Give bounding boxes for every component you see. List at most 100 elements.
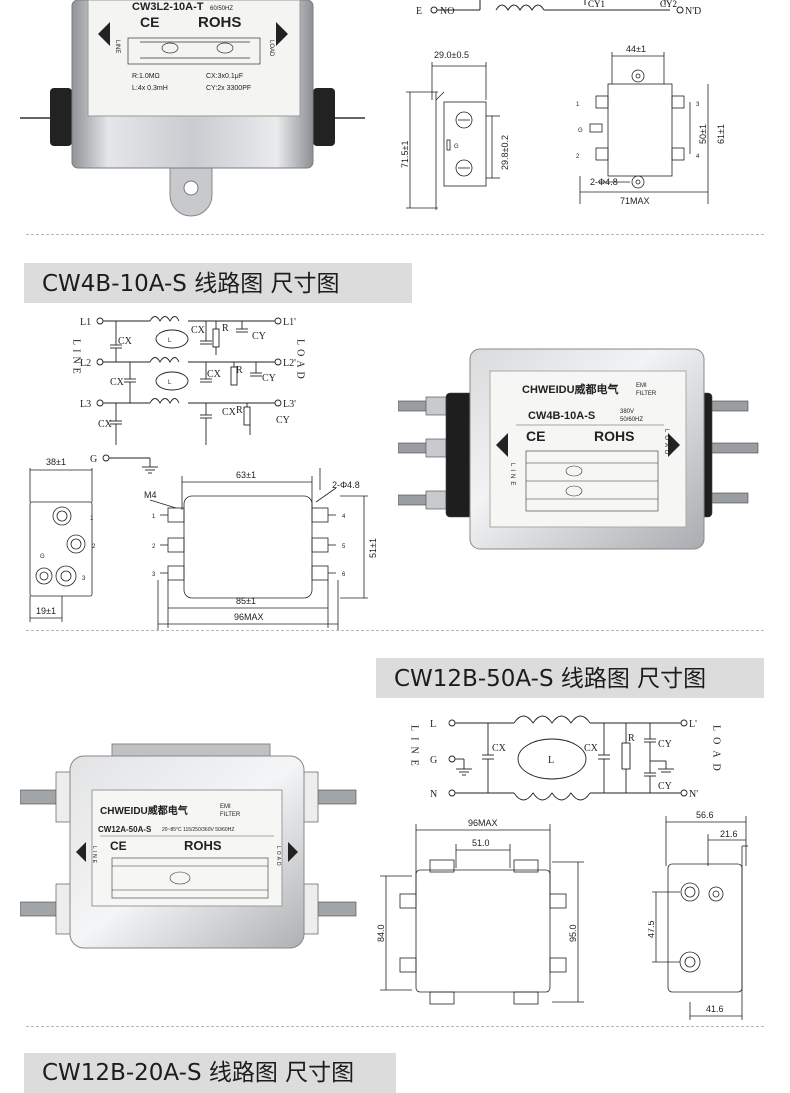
top-rohs-text: ROHS — [198, 14, 241, 31]
cw12b-circuit-g: G — [430, 755, 437, 766]
cw4b-circuit-line: LINE — [71, 339, 82, 378]
cw4b-circuit-cy3: CY — [276, 415, 290, 426]
cw4b-circuit-l2p: L2' — [283, 358, 296, 369]
cw12b-product-photo: CHWEIDU威都电气 EMI FILTER CW12A-50A-S 20~85… — [20, 743, 357, 949]
cw12b-photo-brand: CHWEIDU威都电气 — [100, 804, 188, 817]
top-freq-text: 60/50HZ — [210, 6, 233, 12]
cw4b-circuit-l2: L2 — [80, 358, 91, 369]
cw12b-front-drawing: 96MAX 51.0 84.0 95.0 — [376, 818, 584, 1005]
cw4b-front-p6: 6 — [342, 572, 346, 578]
cw4b-photo-model: CW4B-10A-S — [528, 410, 595, 422]
cw4b-product-photo: CHWEIDU威都电气 EMI FILTER CW4B-10A-S 380V 5… — [398, 348, 759, 550]
cw12b-photo-filter: FILTER — [220, 812, 241, 818]
cw12b-front-h1: 84.0 — [376, 924, 386, 942]
cw12b-photo-emi: EMI — [220, 804, 231, 810]
cw4b-circuit-cx6: CX — [222, 407, 237, 418]
cw4b-circuit-r2: R — [236, 365, 243, 376]
cw4b-circuit-l1: L1 — [80, 317, 91, 328]
cw12b-photo-rohs: ROHS — [184, 838, 222, 853]
cw4b-front-w2: 85±1 — [236, 596, 256, 606]
top-circuit-no: NO — [440, 6, 454, 17]
cw12b-circuit-np: N' — [689, 789, 698, 800]
cw4b-side-g: G — [40, 554, 45, 560]
cw12b-circuit-diagram: L G N L' N' CX CX R CY CY L LINE LOAD — [409, 715, 722, 801]
section-title-cw12b-20a: CW12B-20A-S 线路图 尺寸图 — [24, 1053, 396, 1093]
cw12b-circuit-cy2: CY — [658, 781, 672, 792]
top-side-hole: 29.8±0.2 — [500, 135, 510, 170]
cw12b-circuit-lp: L' — [689, 719, 697, 730]
cw12b-front-max: 96MAX — [468, 818, 498, 828]
section-title-cw4b: CW4B-10A-S 线路图 尺寸图 — [24, 263, 412, 303]
cw4b-photo-volt: 380V — [620, 409, 634, 415]
cw4b-photo-rohs: ROHS — [594, 428, 634, 444]
top-circuit-nd: N'D — [685, 6, 701, 17]
top-circuit-fragment: E NO CY1 CY2 N'D — [416, 0, 701, 17]
cw12b-side-drawing: 56.6 21.6 47.5 41.6 — [648, 810, 748, 1020]
top-spec-cy: CY:2x 3300PF — [206, 85, 251, 92]
cw4b-circuit-cy1: CY — [252, 331, 266, 342]
cw12b-photo-line: LINE — [91, 846, 97, 865]
divider-1 — [26, 234, 764, 235]
top-front-p1: 1 — [576, 102, 580, 108]
top-spec-cx: CX:3x0.1μF — [206, 73, 243, 80]
divider-3 — [26, 1026, 764, 1027]
cw12b-photo-ce: CE — [110, 839, 127, 853]
top-front-h1: 50±1 — [698, 124, 708, 144]
cw4b-photo-load: LOAD — [663, 429, 669, 457]
top-spec-l: L:4x 0.3mH — [132, 85, 168, 92]
cw4b-photo-brand: CHWEIDU威都电气 — [522, 382, 619, 396]
cw4b-side-p1: 1 — [90, 516, 94, 522]
top-side-width: 29.0±0.5 — [434, 50, 469, 60]
cw4b-photo-line: LINE — [509, 463, 515, 488]
cw4b-photo-filter: FILTER — [636, 391, 657, 397]
cw12b-side-w3: 41.6 — [706, 1004, 724, 1014]
top-side-drawing: 29.0±0.5 71.5±1 29.8±0.2 G — [400, 50, 510, 210]
cw12b-circuit-cy1: CY — [658, 739, 672, 750]
cw12b-photo-model: CW12A-50A-S — [98, 825, 152, 834]
top-front-p4: 4 — [696, 154, 700, 160]
top-circuit-cy2: CY2 — [660, 0, 677, 9]
top-front-hole: 2-Φ4.8 — [590, 177, 618, 187]
top-front-h2: 61±1 — [716, 124, 726, 144]
cw12b-circuit-n: N — [430, 789, 437, 800]
cw4b-circuit-coil1: L — [168, 338, 172, 344]
cw4b-side-p3: 3 — [82, 576, 86, 582]
top-spec-r: R:1.0MΩ — [132, 73, 160, 80]
cw4b-circuit-cx4: CX — [191, 325, 206, 336]
cw4b-front-p5: 5 — [342, 544, 346, 550]
top-product-photo: CW3L2-10A-T 60/50HZ CE ROHS LINE LOAD R:… — [20, 0, 365, 217]
cw4b-circuit-r3: R — [236, 405, 243, 416]
cw12b-photo-load: LOAD — [275, 846, 281, 868]
top-front-width: 44±1 — [626, 44, 646, 54]
cw4b-front-m4: M4 — [144, 490, 157, 500]
top-circuit-cy1: CY1 — [588, 0, 605, 9]
cw4b-circuit-l1p: L1' — [283, 317, 296, 328]
section-title-cw12b-50a: CW12B-50A-S 线路图 尺寸图 — [376, 658, 764, 698]
top-line-text: LINE — [114, 40, 120, 53]
cw4b-circuit-cx2: CX — [110, 377, 125, 388]
top-circuit-e: E — [416, 6, 422, 17]
top-side-g: G — [454, 144, 459, 150]
cw4b-circuit-cx1: CX — [118, 336, 133, 347]
cw4b-circuit-r1: R — [222, 323, 229, 334]
cw4b-side-p2: 2 — [92, 544, 96, 550]
cw4b-circuit-cx3: CX — [98, 419, 113, 430]
cw12b-circuit-coil: L — [548, 755, 554, 766]
cw4b-front-p4: 4 — [342, 514, 346, 520]
cw12b-circuit-line: LINE — [409, 725, 420, 772]
cw4b-circuit-cx5: CX — [207, 369, 222, 380]
cw4b-front-hole: 2-Φ4.8 — [332, 480, 360, 490]
cw4b-circuit-l3: L3 — [80, 399, 91, 410]
cw4b-circuit-coil2: L — [168, 380, 172, 386]
cw4b-photo-emi: EMI — [636, 383, 647, 389]
cw12b-circuit-load: LOAD — [711, 725, 722, 777]
cw4b-circuit-g: G — [90, 454, 97, 465]
cw12b-circuit-l: L — [430, 719, 436, 730]
cw12b-side-w2: 21.6 — [720, 829, 738, 839]
cw4b-photo-ce: CE — [526, 428, 545, 444]
cw4b-front-p2: 2 — [152, 544, 156, 550]
cw4b-front-width: 63±1 — [236, 470, 256, 480]
cw4b-photo-freq: 50/60HZ — [620, 417, 643, 423]
cw4b-circuit-diagram: L1 L2 L3 L1' L2' L3' CX CX CX CX CX CX R… — [71, 316, 306, 474]
cw4b-circuit-load: LOAD — [295, 339, 306, 383]
